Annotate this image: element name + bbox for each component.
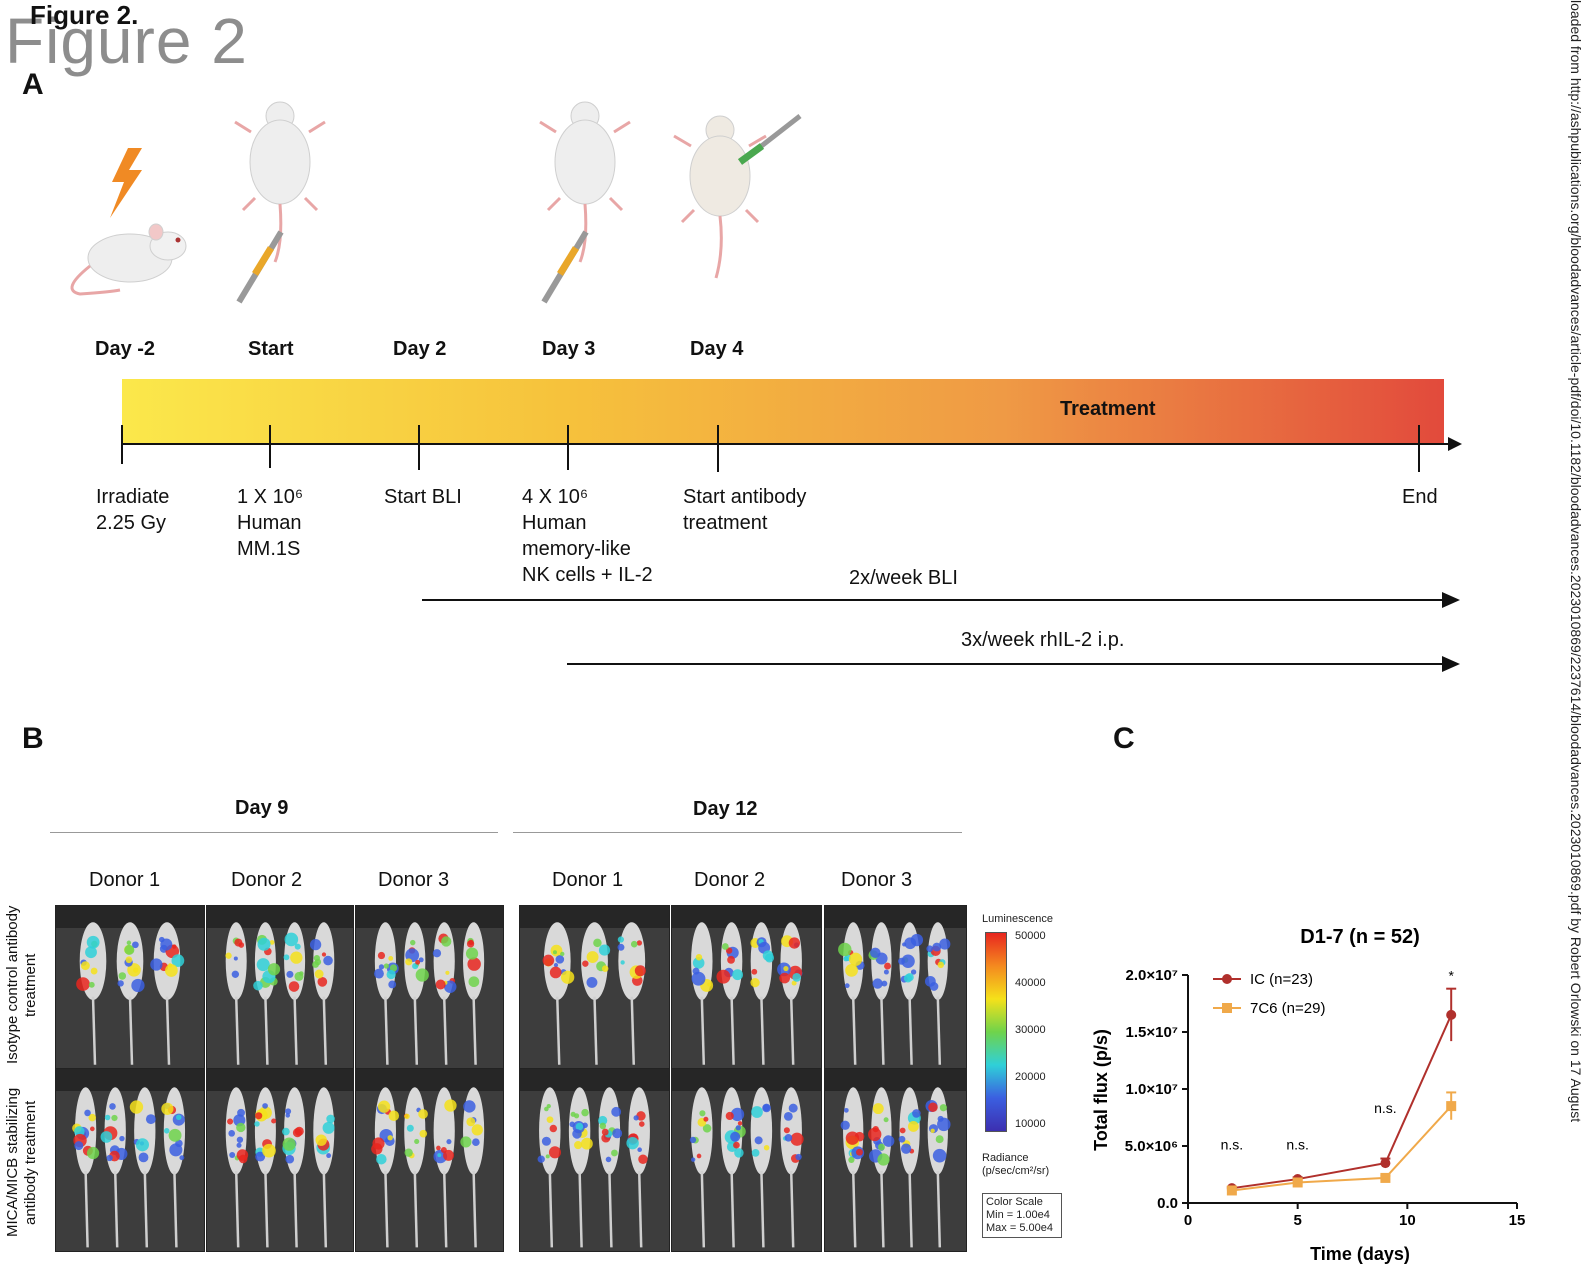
- day-label: Start: [248, 338, 294, 360]
- chart-title: D1-7 (n = 52): [1300, 926, 1419, 948]
- x-tick-label: 15: [1509, 1212, 1526, 1229]
- significance-label: n.s.: [1374, 1100, 1397, 1116]
- data-point: [1226, 1185, 1237, 1196]
- y-tick-label: 1.0×10⁷: [1126, 1081, 1179, 1098]
- radiance-units: Radiance (p/sec/cm²/sr): [982, 1152, 1050, 1177]
- bli-image-tile: [355, 905, 504, 1069]
- bli-image-tile: [206, 905, 354, 1069]
- data-point: [1446, 1101, 1457, 1112]
- data-point: [1380, 1158, 1391, 1169]
- bli-image-tile: [519, 1068, 670, 1252]
- day-label: Day 4: [690, 338, 744, 360]
- donor-label: Donor 3: [841, 869, 913, 891]
- panel-a-letter: A: [22, 68, 44, 101]
- event-label-antibody: Start antibody treatment: [683, 486, 807, 534]
- il2-schedule-label: 3x/week rhIL-2 i.p.: [961, 629, 1125, 651]
- irradiated-mouse-illustration: [70, 148, 187, 296]
- data-point: [1292, 1177, 1303, 1188]
- donor-label: Donor 1: [89, 869, 161, 891]
- group-divider: [513, 832, 962, 833]
- mouse-injection-day3-illustration: [539, 101, 631, 304]
- event-label-irradiate: Irradiate 2.25 Gy: [96, 486, 170, 534]
- luminescence-colorbar: [985, 932, 1007, 1132]
- bli-image-tile: [206, 1068, 354, 1252]
- y-tick-label: 1.5×10⁷: [1126, 1024, 1179, 1041]
- colorbar-tick: 20000: [1015, 1071, 1046, 1083]
- donor-label: Donor 2: [694, 869, 766, 891]
- bli-image-tile: [671, 1068, 822, 1252]
- significance-label: *: [1448, 968, 1454, 984]
- day-label: Day 2: [393, 338, 447, 360]
- bli-image-tile: [824, 1068, 967, 1252]
- colorbar-tick: 40000: [1015, 977, 1046, 989]
- color-scale-box: Color Scale Min = 1.00e4 Max = 5.00e4: [982, 1193, 1062, 1238]
- y-tick-label: 0.0: [1157, 1195, 1178, 1212]
- colorbar-tick: 30000: [1015, 1024, 1046, 1036]
- series-line: [1231, 1014, 1453, 1190]
- chart-y-axis-label: Total flux (p/s): [1091, 1029, 1111, 1151]
- panel-b-letter: B: [22, 722, 44, 755]
- bli-image-tile: [55, 1068, 205, 1252]
- treatment-gradient-bar: [122, 379, 1444, 445]
- colorbar-tick: 50000: [1015, 930, 1046, 942]
- event-label-start-bli: Start BLI: [384, 486, 462, 508]
- legend-label: IC (n=23): [1250, 971, 1313, 988]
- donor-label: Donor 3: [378, 869, 450, 891]
- bli-image-tile: [519, 905, 670, 1069]
- donor-label: Donor 1: [552, 869, 624, 891]
- row-label-mica-micb: MICA/MICB stabilizing antibody treatment: [4, 1087, 39, 1238]
- day-label: Day 3: [542, 338, 596, 360]
- data-point: [1380, 1172, 1391, 1183]
- mouse-antibody-injection-illustration: [673, 114, 802, 279]
- event-label-mm1s: 1 X 10⁶ Human MM.1S: [237, 486, 304, 560]
- chart-x-axis-label: Time (days): [1310, 1244, 1410, 1264]
- legend-marker: [1222, 1003, 1232, 1013]
- treatment-label: Treatment: [1060, 398, 1156, 420]
- colorbar-title: Luminescence: [982, 913, 1053, 925]
- figure-caption-large: Figure 2: [5, 5, 248, 77]
- il2-schedule-arrow: [567, 656, 1460, 672]
- bli-schedule-arrow: [422, 592, 1460, 608]
- mouse-injection-start-illustration: [234, 101, 326, 304]
- download-watermark: loaded from http://ashpublications.org/b…: [1568, 0, 1584, 1123]
- figure-caption: Figure 2.: [30, 0, 139, 30]
- y-tick-label: 2.0×10⁷: [1126, 967, 1179, 984]
- data-point: [1446, 1009, 1457, 1020]
- bli-image-tile: [355, 1068, 504, 1252]
- donor-label: Donor 2: [231, 869, 303, 891]
- bli-image-tile: [671, 905, 822, 1069]
- event-label-nk-cells: 4 X 10⁶ Human memory-like NK cells + IL-…: [522, 486, 653, 586]
- bli-image-tile: [55, 905, 205, 1069]
- y-tick-label: 5.0×10⁶: [1125, 1138, 1178, 1155]
- group-day-12: Day 12: [693, 798, 758, 820]
- event-label-end: End: [1402, 486, 1438, 508]
- significance-label: n.s.: [1221, 1136, 1244, 1152]
- x-tick-label: 10: [1399, 1212, 1416, 1229]
- group-divider: [50, 832, 498, 833]
- series-line: [1231, 1105, 1452, 1192]
- colorbar-tick: 10000: [1015, 1118, 1046, 1130]
- timeline-axis: [121, 425, 1462, 472]
- total-flux-chart: D1-7 (n = 52) Time (days) Total flux (p/…: [1091, 926, 1526, 1264]
- legend-label: 7C6 (n=29): [1250, 1000, 1325, 1017]
- day-label: Day -2: [95, 338, 156, 360]
- bli-image-tile: [824, 905, 967, 1069]
- legend-marker: [1222, 974, 1232, 984]
- row-label-isotype: Isotype control antibody treatment: [4, 905, 39, 1065]
- x-tick-label: 5: [1293, 1212, 1301, 1229]
- significance-label: n.s.: [1286, 1136, 1309, 1152]
- panel-c-letter: C: [1113, 722, 1135, 755]
- group-day-9: Day 9: [235, 797, 289, 819]
- bli-schedule-label: 2x/week BLI: [849, 567, 958, 589]
- x-tick-label: 0: [1184, 1212, 1192, 1229]
